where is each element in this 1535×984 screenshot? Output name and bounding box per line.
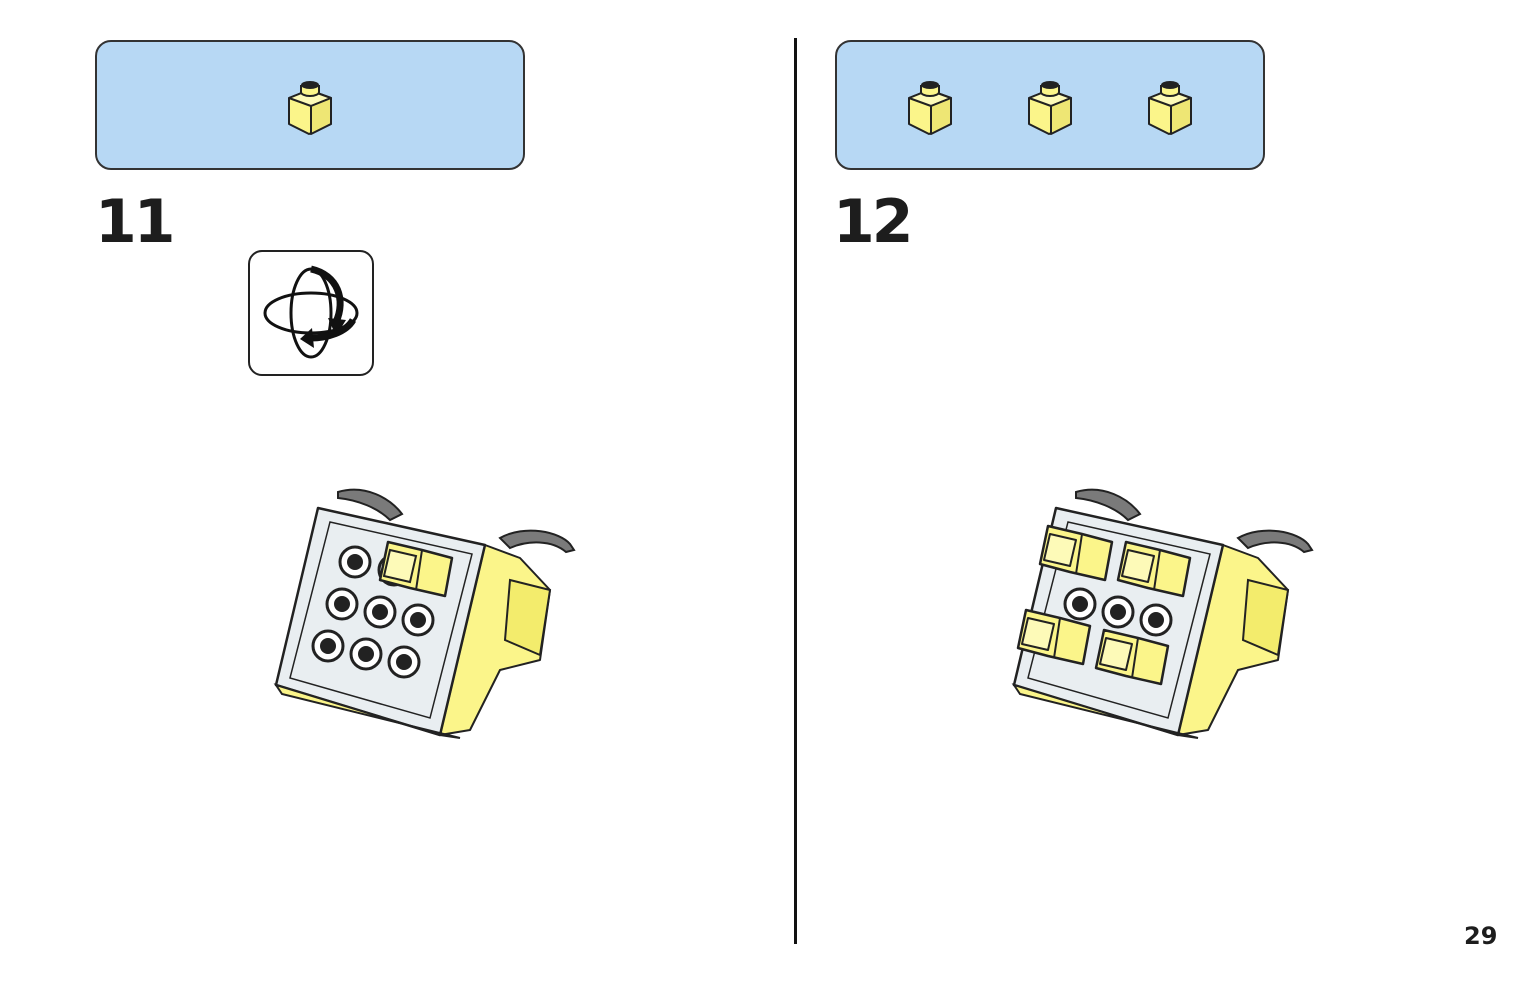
model-illustration — [1011, 488, 1314, 739]
page-number: 29 — [1464, 922, 1498, 950]
step-number: 11 — [95, 187, 175, 257]
rotate-model-icon — [248, 250, 374, 376]
step-12-panel: 12 — [768, 0, 1535, 984]
step-divider — [794, 38, 797, 944]
step-11-panel: 11 — [0, 0, 767, 984]
parts-needed-box — [95, 40, 525, 170]
yellow-1x1-brick-icon — [908, 80, 952, 135]
step-number: 12 — [833, 187, 913, 257]
yellow-1x1-brick-icon — [288, 80, 332, 135]
yellow-1x1-brick-icon — [1028, 80, 1072, 135]
parts-needed-box — [835, 40, 1265, 170]
yellow-1x1-brick-icon — [1148, 80, 1192, 135]
model-illustration — [273, 488, 576, 739]
